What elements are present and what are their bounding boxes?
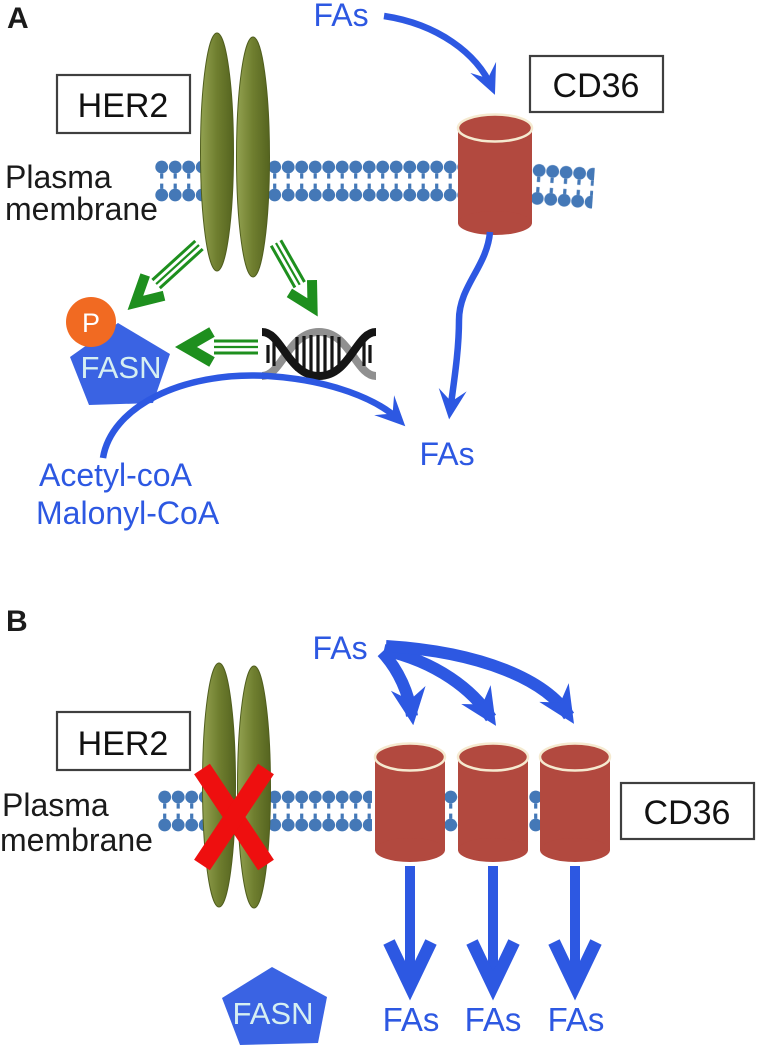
cd36-transporter-b-2 [456,742,530,862]
panel-a-label: A [7,2,29,35]
fa-uptake-arrow-b-3 [385,640,575,724]
fa-import-arrow-1 [383,866,437,1001]
panel-a: A HER2 CD36 Plasma [5,0,665,531]
fas-extracellular-label-a: FAs [313,0,368,33]
plasma-membrane-label-b-line1: Plasma [2,787,109,823]
her2-receptor-dimer-a [200,32,270,278]
fas-intracellular-label-a: FAs [419,436,474,472]
cd36-box-b: CD36 [619,781,756,841]
her2-inhibition-x-icon [194,763,274,871]
fas-extracellular-label-b: FAs [312,630,367,666]
phospho-circle [66,297,116,347]
fa-uptake-arrow-b-2 [382,644,497,726]
plasma-membrane-a-left [155,160,203,202]
fasn-label-a: FASN [81,350,162,385]
fasn-pentagon-b [222,967,327,1045]
fa-uptake-arrow-a [383,12,497,95]
plasma-membrane-b-gap1 [444,790,461,832]
her2-transcription-arrow [269,239,318,317]
fa-import-arrow-3 [548,866,602,1001]
plasma-membrane-a-right [530,163,595,210]
plasma-membrane-b-middle [268,790,372,832]
cd36-label-a: CD36 [553,67,640,105]
plasma-membrane-label-a-line1: Plasma [5,159,112,195]
fa-uptake-arrow-b-1 [377,647,426,726]
substrate-label-line1: Acetyl-coA [39,457,193,493]
her2-box-b: HER2 [55,710,192,772]
cd36-transporter-a [456,113,534,235]
her2-label-a: HER2 [78,87,169,125]
her2-box-a: HER2 [55,73,192,135]
fa-import-arrow-2 [466,866,520,1001]
fas-imported-label-1: FAs [383,1001,440,1038]
plasma-membrane-label-b-line2: membrane [0,822,153,858]
cd36-transporter-b-1 [373,742,447,862]
fasn-label-b: FASN [233,996,314,1031]
panel-b-label: B [6,605,28,638]
fasn-synthesis-arrow [99,372,406,459]
phospho-label: P [82,308,100,338]
panel-b: B HER2 Plasma membrane [0,605,756,1045]
fas-imported-label-3: FAs [548,1001,605,1038]
her2-phosphorylation-arrow [127,239,204,310]
cd36-import-arrow-a [438,231,494,420]
fas-imported-label-2: FAs [465,1001,522,1038]
cd36-label-b: CD36 [644,794,731,832]
dna-to-fasn-arrow [174,327,258,367]
plasma-membrane-b-left [158,790,205,832]
cd36-box-a: CD36 [528,54,665,114]
substrate-label-line2: Malonyl-CoA [36,495,220,531]
plasma-membrane-label-a-line2: membrane [5,191,158,227]
her2-label-b: HER2 [78,725,169,763]
cd36-transporter-b-3 [538,742,612,862]
dna-icon [261,327,377,381]
plasma-membrane-a-middle [268,160,458,202]
